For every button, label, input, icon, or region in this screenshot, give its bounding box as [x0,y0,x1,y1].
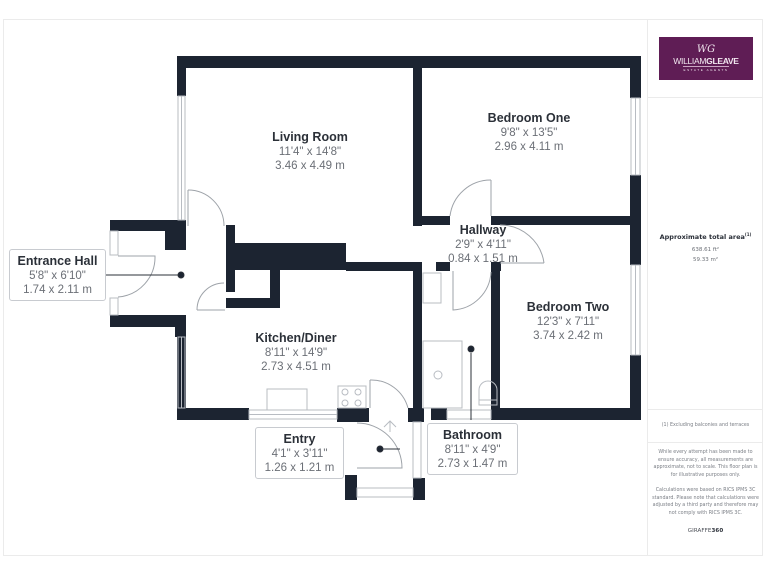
room-label-kitchen-diner: Kitchen/Diner 8'11" x 14'9" 2.73 x 4.51 … [226,331,366,374]
area-sq-ft: 638.61 ft² [691,247,720,253]
room-dims-metric: 2.73 x 1.47 m [437,458,508,470]
room-dims-imperial: 8'11" x 14'9" [264,347,328,359]
sink-icon [266,388,308,411]
footnote-mark: (1) [744,232,752,237]
room-label-bathroom: Bathroom 8'11" x 4'9" 2.73 x 1.47 m [427,423,518,475]
room-dims-imperial: 4'1" x 3'11" [271,448,328,460]
room-dims-imperial: 9'8" x 13'5" [500,127,558,139]
shower-icon [422,340,463,409]
room-name: Entry [283,432,316,446]
room-name: Bathroom [442,428,503,442]
room-name: Living Room [272,130,348,144]
agency-tagline: ESTATE AGENTS [683,66,729,72]
giraffe360-credit: GIRAFFE360 [648,528,763,534]
room-dims-metric: 1.26 x 1.21 m [264,462,335,474]
agency-logo: WG WILLIAMGLEAVE ESTATE AGENTS [659,37,753,80]
room-dims-imperial: 12'3" x 7'11" [536,316,600,328]
room-dims-imperial: 2'9" x 4'11" [455,239,511,251]
exclusion-note: (1) Excluding balconies and terraces [648,409,763,443]
area-cell: Approximate total area(1) 638.61 ft² 59.… [648,97,763,410]
room-name: Entrance Hall [17,254,98,268]
room-dims-imperial: 8'11" x 4'9" [444,444,501,456]
room-label-entrance-hall: Entrance Hall 5'8" x 6'10" 1.74 x 2.11 m [9,249,106,301]
agency-name-light: WILLIAM [673,56,707,66]
room-label-entry: Entry 4'1" x 3'11" 1.26 x 1.21 m [255,427,344,479]
room-dims-imperial: 5'8" x 6'10" [29,270,86,282]
disclaimer-text: While every attempt has been made to ens… [653,450,758,478]
windows [109,95,641,498]
room-dims-metric: 3.46 x 4.49 m [275,160,345,172]
room-name: Bedroom Two [526,300,610,314]
room-dims-metric: 2.73 x 4.51 m [261,361,331,373]
disclaimer: While every attempt has been made to ens… [652,449,759,525]
basin-icon [422,272,442,304]
room-dims-metric: 2.96 x 4.11 m [494,141,564,153]
room-name: Hallway [459,223,507,237]
monogram-icon: WG [696,44,716,55]
room-name: Kitchen/Diner [255,331,337,345]
room-label-hallway: Hallway 2'9" x 4'11" 0.84 x 1.51 m [438,223,528,266]
area-title: Approximate total area(1) [648,232,763,241]
agency-name: WILLIAMGLEAVE [673,56,739,66]
arrow-up-icon [383,420,397,432]
fixtures [266,272,498,432]
agency-name-bold: GLEAVE [706,56,739,66]
walls [110,56,641,500]
info-panel: WG WILLIAMGLEAVE ESTATE AGENTS Approxima… [647,19,763,556]
room-name: Bedroom One [487,111,571,125]
credit-bold: 360 [711,528,724,534]
area-title-text: Approximate total area [659,233,745,242]
area-sq-m: 59.33 m² [692,257,719,263]
room-dims-imperial: 11'4" x 14'8" [278,146,342,158]
calculation-note: Calculations were based on RICS IPMS 3C … [652,488,759,516]
room-dims-metric: 1.74 x 2.11 m [23,284,92,296]
room-label-bedroom-two: Bedroom Two 12'3" x 7'11" 3.74 x 2.42 m [498,300,638,343]
hob-icon [337,385,367,409]
credit-light: GIRAFFE [687,528,712,534]
room-label-living-room: Living Room 11'4" x 14'8" 3.46 x 4.49 m [240,130,380,173]
logo-cell: WG WILLIAMGLEAVE ESTATE AGENTS [648,19,763,98]
doors [117,179,545,469]
room-dims-metric: 3.74 x 2.42 m [533,330,603,342]
floor-plan-frame [3,19,763,556]
room-dims-metric: 0.84 x 1.51 m [448,253,518,265]
toilet-icon [478,380,498,406]
label-pointers [98,271,475,453]
room-label-bedroom-one: Bedroom One 9'8" x 13'5" 2.96 x 4.11 m [459,111,599,154]
